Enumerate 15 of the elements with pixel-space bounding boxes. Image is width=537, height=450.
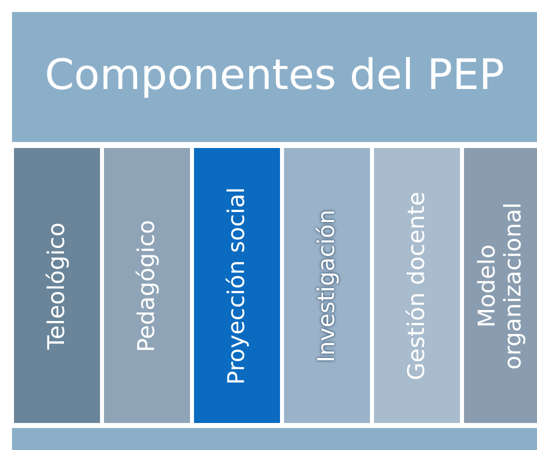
title-band — [12, 12, 537, 142]
title: Componentes del PEP — [44, 50, 506, 99]
column-label: Gestión docente — [404, 190, 430, 382]
column-label: Modelo organizacional — [474, 200, 527, 372]
base-bar — [12, 428, 537, 450]
column-label: Pedagógico — [134, 218, 160, 354]
column-panel — [14, 148, 100, 423]
column-panel — [104, 148, 190, 423]
column-label: Proyección social — [224, 186, 250, 386]
column-label: Teleológico — [44, 220, 70, 352]
column-panel — [464, 148, 537, 423]
column-label: Investigación — [314, 208, 340, 364]
column-panel — [194, 148, 280, 423]
column-panel — [374, 148, 460, 423]
column-panel — [284, 148, 370, 423]
